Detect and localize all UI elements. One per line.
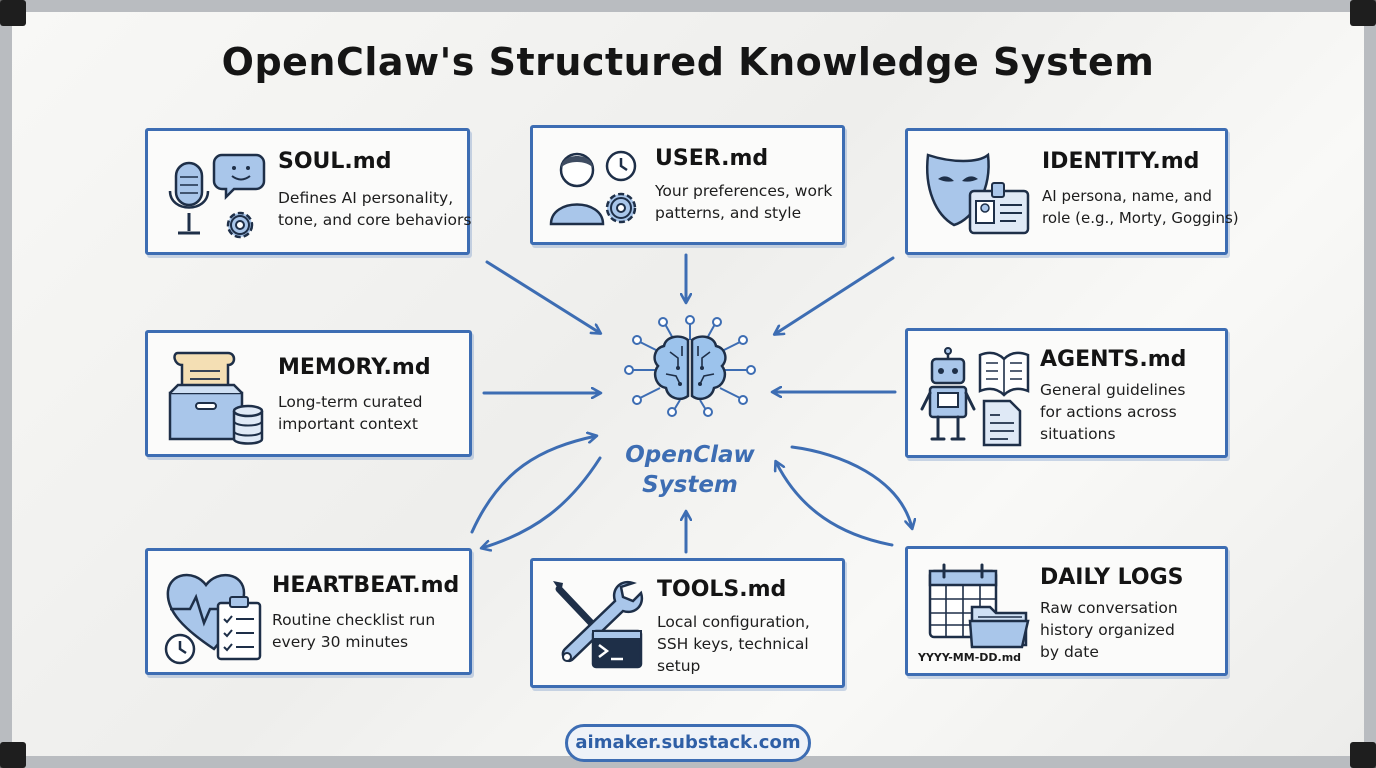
- source-link[interactable]: aimaker.substack.com: [565, 724, 811, 762]
- card-user-title: USER.md: [655, 146, 769, 171]
- card-daily-logs-desc-line: Raw conversation: [1040, 599, 1178, 617]
- card-soul-desc: Defines AI personality, tone, and core b…: [278, 187, 471, 231]
- terminal-icon: [591, 629, 643, 669]
- microphone-icon: [168, 153, 266, 239]
- card-tools[interactable]: TOOLS.md Local configuration, SSH keys, …: [530, 558, 845, 688]
- scroll-icon: [168, 351, 264, 445]
- card-identity-title: IDENTITY.md: [1042, 149, 1200, 174]
- card-identity-desc-line: AI persona, name, and: [1042, 187, 1212, 205]
- card-user-desc-line: patterns, and style: [655, 204, 802, 222]
- card-agents-desc-line: situations: [1040, 425, 1116, 443]
- card-user-desc-line: Your preferences, work: [655, 182, 833, 200]
- card-memory-desc: Long-term curated important context: [278, 391, 423, 435]
- arrow-daily-in: [776, 462, 894, 547]
- card-memory[interactable]: MEMORY.md Long-term curated important co…: [145, 330, 472, 457]
- card-tools-title: TOOLS.md: [657, 577, 787, 602]
- calendar-icon: [928, 563, 1030, 649]
- heart-pulse-icon: [164, 573, 262, 665]
- card-user[interactable]: USER.md Your preferences, work patterns,…: [530, 125, 845, 245]
- card-soul-title: SOUL.md: [278, 149, 392, 174]
- card-heartbeat-desc: Routine checklist run every 30 minutes: [272, 609, 435, 653]
- card-heartbeat-desc-line: every 30 minutes: [272, 633, 409, 651]
- card-daily-logs[interactable]: YYYY-MM-DD.md DAILY LOGS Raw conversatio…: [905, 546, 1228, 676]
- arrow-heartbeat-out: [482, 456, 602, 548]
- card-tools-desc-line: setup: [657, 657, 701, 675]
- document-icon: [982, 399, 1022, 447]
- card-identity[interactable]: IDENTITY.md AI persona, name, and role (…: [905, 128, 1239, 255]
- arrow-heartbeat-in: [470, 436, 596, 534]
- card-soul-desc-line: Defines AI personality,: [278, 189, 454, 207]
- card-tools-desc: Local configuration, SSH keys, technical…: [657, 611, 810, 677]
- clock-icon: [164, 633, 196, 665]
- board-corner: [0, 0, 26, 26]
- chat-smile-icon: [212, 153, 266, 201]
- board-corner: [1350, 742, 1376, 768]
- card-heartbeat-title: HEARTBEAT.md: [272, 573, 460, 598]
- clipboard-icon: [216, 596, 262, 661]
- card-daily-logs-title: DAILY LOGS: [1040, 565, 1184, 590]
- arrow-daily-out: [790, 445, 912, 528]
- card-soul-desc-line: tone, and core behaviors: [278, 211, 472, 229]
- card-identity-desc: AI persona, name, and role (e.g., Morty,…: [1042, 185, 1239, 229]
- mask-icon: [926, 152, 1030, 235]
- center-label-line2: System: [642, 472, 738, 498]
- card-agents-desc-line: for actions across: [1040, 403, 1177, 421]
- gear-icon: [226, 211, 254, 239]
- book-icon: [978, 351, 1030, 397]
- card-memory-desc-line: important context: [278, 415, 418, 433]
- person-icon: [549, 150, 637, 226]
- card-memory-desc-line: Long-term curated: [278, 393, 423, 411]
- card-agents-title: AGENTS.md: [1040, 347, 1187, 372]
- board-corner: [1350, 0, 1376, 26]
- card-agents-desc-line: General guidelines: [1040, 381, 1186, 399]
- diagram-title: OpenClaw's Structured Knowledge System: [221, 40, 1155, 84]
- arrow-identity: [775, 256, 895, 334]
- card-memory-title: MEMORY.md: [278, 355, 431, 380]
- arrow-soul: [485, 260, 600, 333]
- card-tools-desc-line: SSH keys, technical: [657, 635, 809, 653]
- card-user-desc: Your preferences, work patterns, and sty…: [655, 180, 832, 224]
- database-icon: [232, 404, 264, 445]
- card-daily-logs-desc-line: history organized: [1040, 621, 1175, 639]
- center-label-line1: OpenClaw: [625, 442, 755, 468]
- robot-icon: [920, 347, 1030, 447]
- brain-icon: [624, 315, 756, 417]
- folder-icon: [968, 605, 1030, 649]
- card-soul[interactable]: SOUL.md Defines AI personality, tone, an…: [145, 128, 471, 255]
- clock-icon: [605, 150, 637, 182]
- card-heartbeat-desc-line: Routine checklist run: [272, 611, 436, 629]
- card-daily-logs-desc: Raw conversation history organized by da…: [1040, 597, 1178, 663]
- board-corner: [0, 742, 26, 768]
- gear-icon: [605, 192, 637, 224]
- card-tools-desc-line: Local configuration,: [657, 613, 810, 631]
- card-daily-logs-desc-line: by date: [1040, 643, 1099, 661]
- daily-log-filename: YYYY-MM-DD.md: [918, 651, 1022, 664]
- card-heartbeat[interactable]: HEARTBEAT.md Routine checklist run every…: [145, 548, 472, 675]
- card-identity-desc-line: role (e.g., Morty, Goggins): [1042, 209, 1239, 227]
- center-system-label: OpenClaw System: [590, 440, 790, 500]
- archive-box-icon: [168, 383, 244, 441]
- id-badge-icon: [968, 182, 1030, 235]
- card-agents-desc: General guidelines for actions across si…: [1040, 379, 1185, 445]
- card-agents[interactable]: AGENTS.md General guidelines for actions…: [905, 328, 1228, 458]
- wrench-screwdriver-icon: [553, 580, 644, 669]
